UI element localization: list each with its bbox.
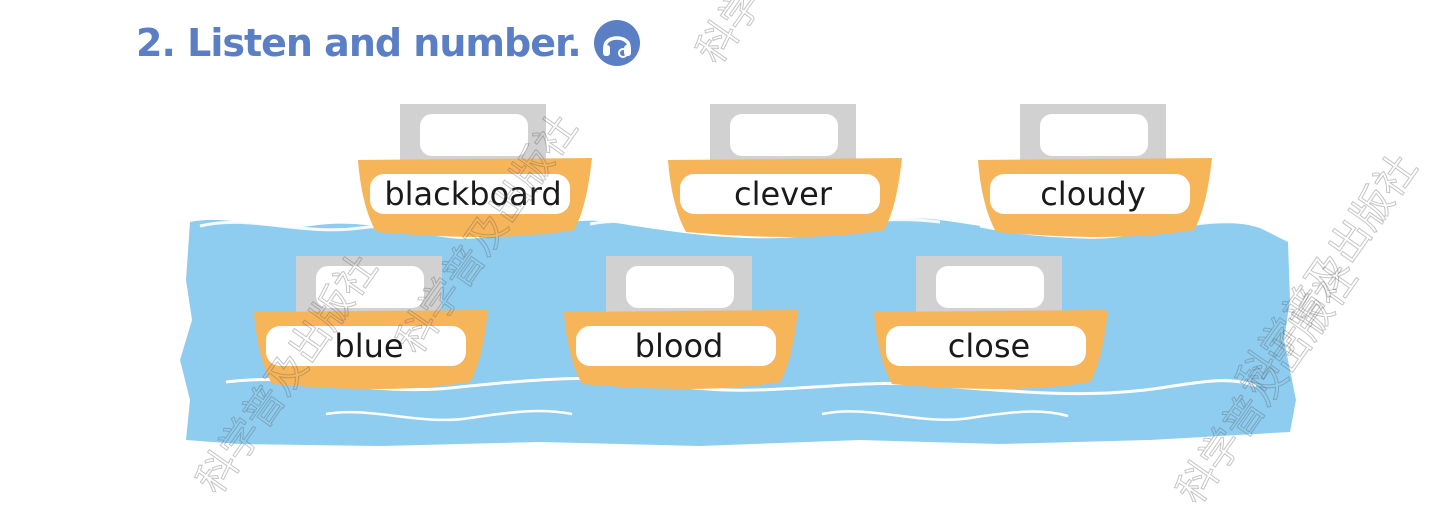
boat-label-box [370, 174, 570, 214]
boat-word: blue [334, 327, 404, 365]
boat-window [730, 114, 838, 156]
boat-label-box [886, 326, 1086, 366]
boat-window [936, 266, 1044, 308]
title-text: 2. Listen and number. [136, 21, 582, 65]
boat-top-2: clever [666, 104, 906, 254]
boat-word: close [947, 327, 1031, 365]
boat-bottom-2: blood [562, 256, 802, 406]
boat-bottom-1: blue [252, 256, 492, 406]
boat-window [626, 266, 734, 308]
boat-word: cloudy [1040, 175, 1146, 213]
headphone-icon[interactable] [593, 19, 641, 67]
wave-line [325, 409, 573, 422]
boat-word: blood [634, 327, 724, 365]
boat-top-3: cloudy [976, 104, 1216, 254]
exercise-title: 2. Listen and number. [136, 18, 641, 68]
wave-line [225, 376, 1257, 396]
boat-label-box [990, 174, 1190, 214]
boat-top-1: blackboard [356, 104, 596, 254]
boat-window [1040, 114, 1148, 156]
wave-line [821, 410, 1069, 422]
boat-word: blackboard [384, 175, 562, 213]
boat-window [420, 114, 528, 156]
boat-word: clever [734, 175, 832, 213]
boat-window [316, 266, 424, 308]
boat-label-box [576, 326, 776, 366]
boat-label-box [680, 174, 880, 214]
boat-label-box [266, 326, 466, 366]
boat-bottom-3: close [872, 256, 1112, 406]
